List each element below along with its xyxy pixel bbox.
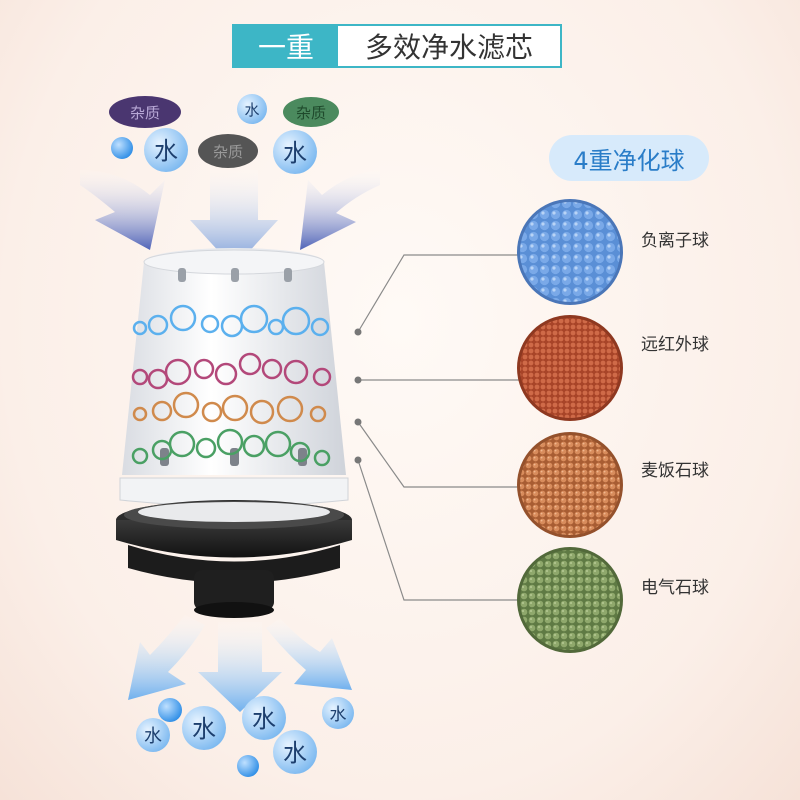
outflow-arrow-right [266, 618, 352, 690]
water-bubble-out-5 [322, 697, 354, 729]
inflow-arrow-left [80, 170, 165, 250]
bubble-ring-orange [132, 391, 327, 425]
bubble-ring-purple [131, 352, 332, 390]
bubble-ring-blue [132, 304, 330, 338]
water-bubble-out-1 [136, 718, 170, 752]
water-label-out-1: 水 [144, 726, 162, 747]
header-title: 多效净水滤芯 [364, 31, 533, 64]
ball-label-negative-ion: 负离子球 [641, 231, 709, 251]
water-label-in-2: 水 [244, 101, 259, 119]
water-drop-small-icon [111, 137, 133, 159]
ball-tourmaline [517, 547, 623, 653]
water-bubble-out-3 [242, 696, 286, 740]
connector-lines [357, 254, 520, 601]
inflow-arrow-right [300, 170, 380, 250]
water-label-out-3: 水 [252, 705, 276, 733]
water-label-out-5: 水 [330, 705, 347, 725]
outflow-arrow-middle [198, 622, 282, 712]
water-bubble-out-2 [182, 706, 226, 750]
impurity-label-3: 杂质 [296, 104, 326, 122]
ball-label-tourmaline: 电气石球 [641, 578, 709, 598]
water-label-in-1: 水 [154, 137, 178, 165]
water-bubble-2 [237, 94, 267, 124]
water-dot-1 [158, 698, 182, 722]
water-dot-2 [237, 755, 259, 777]
bubble-ring-green [131, 428, 331, 467]
header-tag: 一重 [234, 26, 338, 66]
impurity-bubble-purple [109, 96, 181, 128]
outflow-arrow-left [128, 615, 205, 700]
water-label-out-2: 水 [192, 715, 216, 743]
water-bubble-out-4 [273, 730, 317, 774]
ball-label-far-infrared: 远红外球 [641, 335, 709, 355]
ball-far-infrared [517, 315, 623, 421]
ball-label-medical-stone: 麦饭石球 [641, 461, 709, 481]
water-bubble-3 [273, 130, 317, 174]
impurity-bubble-gray [198, 134, 258, 168]
water-bubble-1 [144, 128, 188, 172]
ball-medical-stone [517, 432, 623, 538]
filter-cartridge [116, 248, 352, 618]
header-title-box: 一重 多效净水滤芯 [232, 24, 562, 68]
water-label-in-3: 水 [283, 139, 307, 167]
water-label-out-4: 水 [283, 739, 307, 767]
inflow-arrow-middle [190, 170, 278, 268]
impurity-label-2: 杂质 [213, 143, 243, 161]
impurity-bubble-green [283, 97, 339, 127]
balls-title-pill: 4重净化球 [549, 135, 709, 181]
ball-negative-ion [517, 199, 623, 305]
impurity-label-1: 杂质 [130, 104, 160, 122]
